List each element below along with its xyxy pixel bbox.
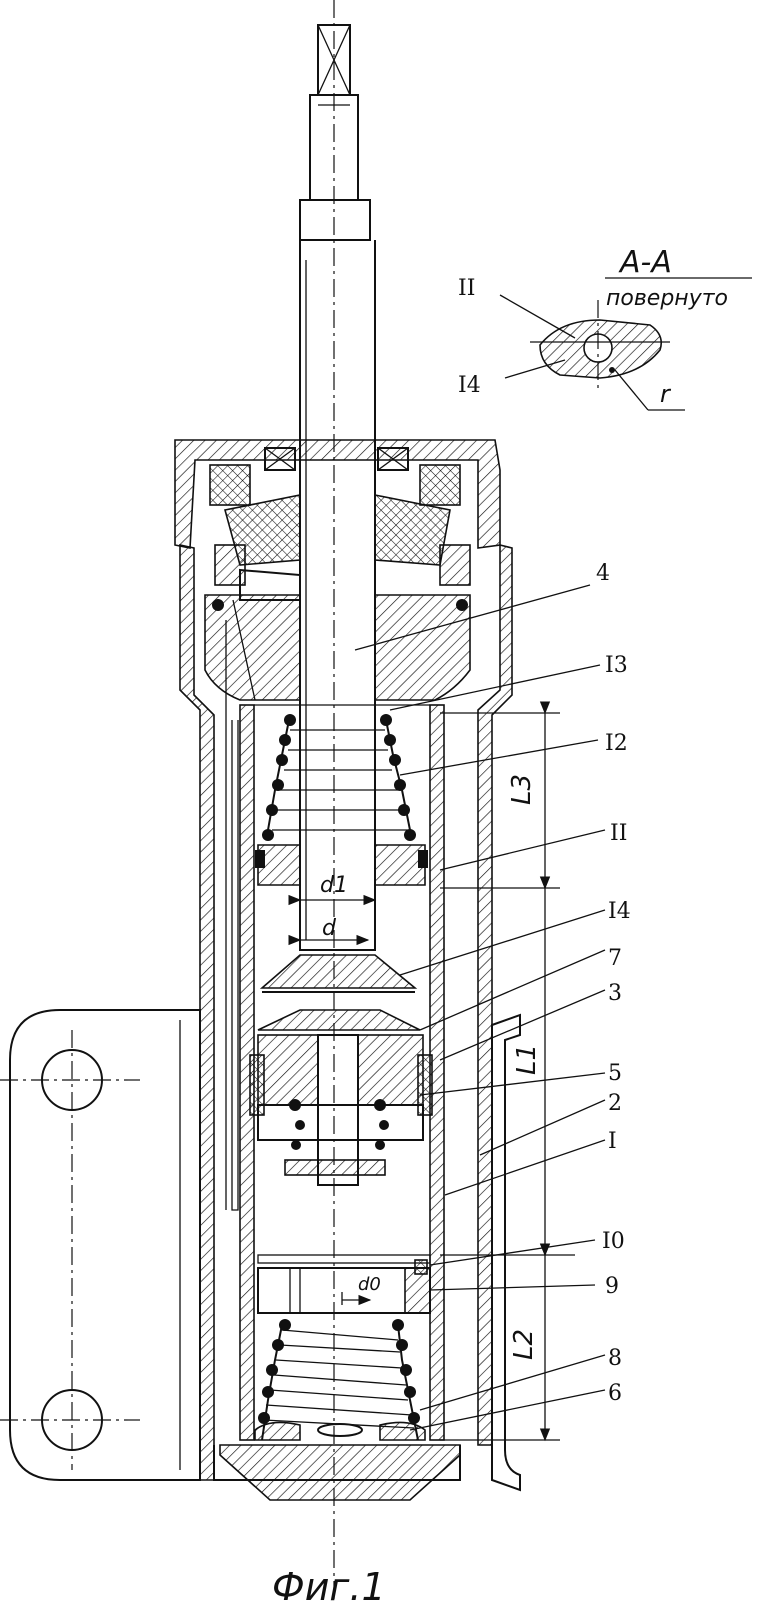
- callout-10: I0: [602, 1229, 625, 1254]
- lower-spring: [258, 1319, 420, 1441]
- dim-l3: L3: [507, 774, 537, 805]
- rebound-stop: [255, 844, 428, 886]
- callout-4: 4: [596, 561, 610, 586]
- callout-12: I2: [605, 731, 628, 756]
- side-bracket: [491, 1013, 521, 1492]
- callout-13: I3: [605, 653, 628, 678]
- figure-caption: Фиг.1: [272, 1565, 386, 1609]
- section-label-ii: II: [458, 276, 475, 301]
- callout-6: 6: [608, 1381, 622, 1406]
- callout-9: 9: [605, 1274, 619, 1299]
- leader-lines: [354, 584, 606, 1431]
- callout-2: 2: [608, 1091, 622, 1116]
- dim-l1: L1: [512, 1044, 542, 1075]
- disc-valve: [259, 954, 418, 993]
- callout-7: 7: [608, 946, 622, 971]
- dim-d: d: [322, 916, 337, 941]
- floating-piston: [257, 1254, 431, 1314]
- callout-8: 8: [608, 1346, 622, 1371]
- upper-spring: [262, 714, 416, 841]
- bottom-valve: [219, 1421, 461, 1501]
- mounting-bracket: [0, 1009, 201, 1481]
- section-title: А-А: [618, 245, 672, 280]
- callout-14: I4: [608, 899, 631, 924]
- top-cap: [174, 439, 501, 611]
- callout-1: I: [608, 1129, 617, 1154]
- dim-l2: L2: [509, 1329, 539, 1360]
- inner-cylinder: [225, 620, 445, 1441]
- dim-d1: d1: [320, 873, 348, 898]
- callout-3: 3: [608, 981, 622, 1006]
- section-note: повернуто: [606, 286, 728, 311]
- callout-5: 5: [608, 1061, 622, 1086]
- section-label-i4: I4: [458, 373, 481, 398]
- rod-guide: [204, 594, 471, 701]
- dimension-lines: [440, 701, 575, 1442]
- section-detail: [499, 277, 752, 411]
- callout-11: II: [610, 821, 627, 846]
- piston-rod: [299, 24, 376, 951]
- piston: [249, 1009, 433, 1186]
- section-radius: r: [660, 380, 672, 408]
- diameter-markers: [288, 894, 377, 946]
- dim-d0: d0: [358, 1274, 381, 1295]
